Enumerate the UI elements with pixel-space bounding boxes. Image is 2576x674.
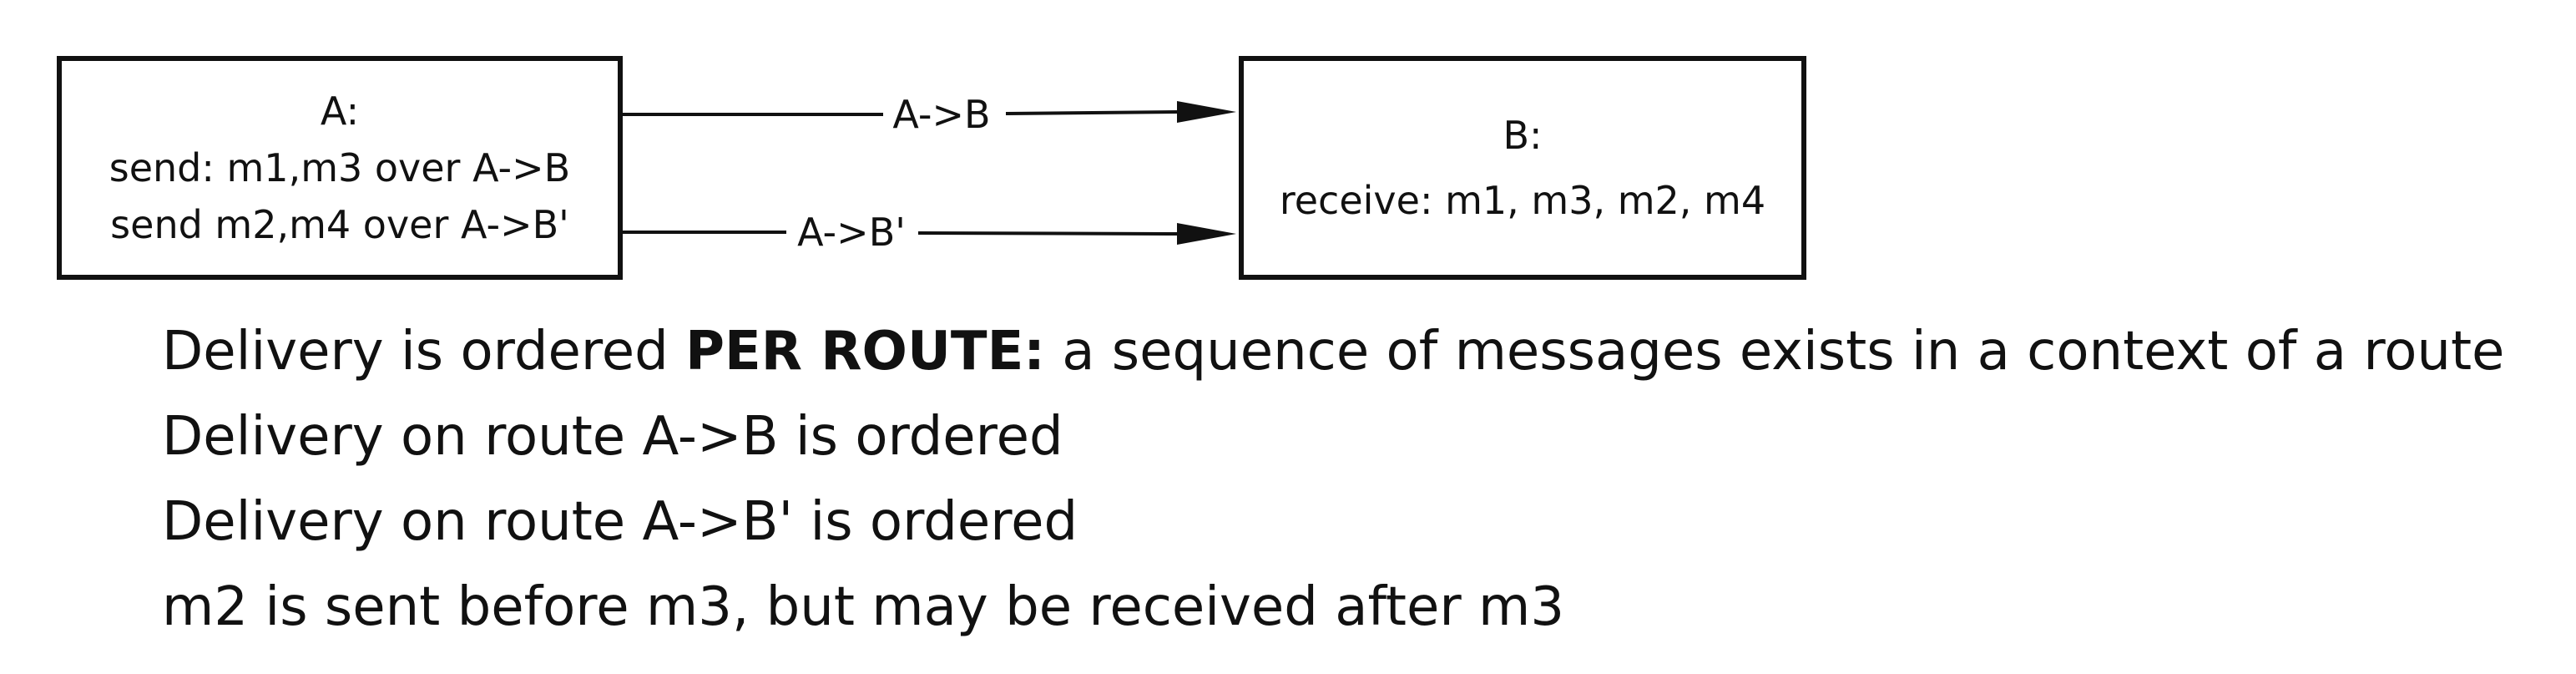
note-line-1-bold: PER ROUTE:	[685, 321, 1045, 383]
route-a-b-arrow	[1005, 101, 1236, 123]
node-b-receive-line: receive: m1, m3, m2, m4	[1279, 178, 1766, 223]
route-a-b-prime-arrow	[917, 223, 1236, 245]
node-a-title: A:	[320, 89, 360, 134]
note-line-3: Delivery on route A->B' is ordered	[162, 491, 1078, 553]
explanation-notes: Delivery is ordered PER ROUTE: a sequenc…	[162, 309, 2504, 650]
node-b-title: B:	[1503, 113, 1543, 158]
note-line-1-suffix: a sequence of messages exists in a conte…	[1044, 321, 2505, 383]
node-b-box: B: receive: m1, m3, m2, m4	[1239, 56, 1806, 280]
node-a-box: A: send: m1,m3 over A->B send m2,m4 over…	[57, 56, 623, 280]
node-a-send-line-2: send m2,m4 over A->B'	[110, 202, 569, 247]
node-a-send-line-1: send: m1,m3 over A->B	[109, 145, 571, 190]
route-a-b-label: A->B	[892, 92, 990, 137]
route-a-b-prime-label: A->B'	[797, 210, 906, 255]
note-line-4: m2 is sent before m3, but may be receive…	[162, 576, 1565, 638]
note-line-1-prefix: Delivery is ordered	[162, 321, 686, 383]
note-line-2: Delivery on route A->B is ordered	[162, 406, 1063, 468]
route-a-b-prime-arrowhead	[1177, 223, 1236, 245]
note-line-1: Delivery is ordered PER ROUTE: a sequenc…	[162, 309, 2504, 394]
route-a-b-arrowhead	[1177, 101, 1236, 123]
